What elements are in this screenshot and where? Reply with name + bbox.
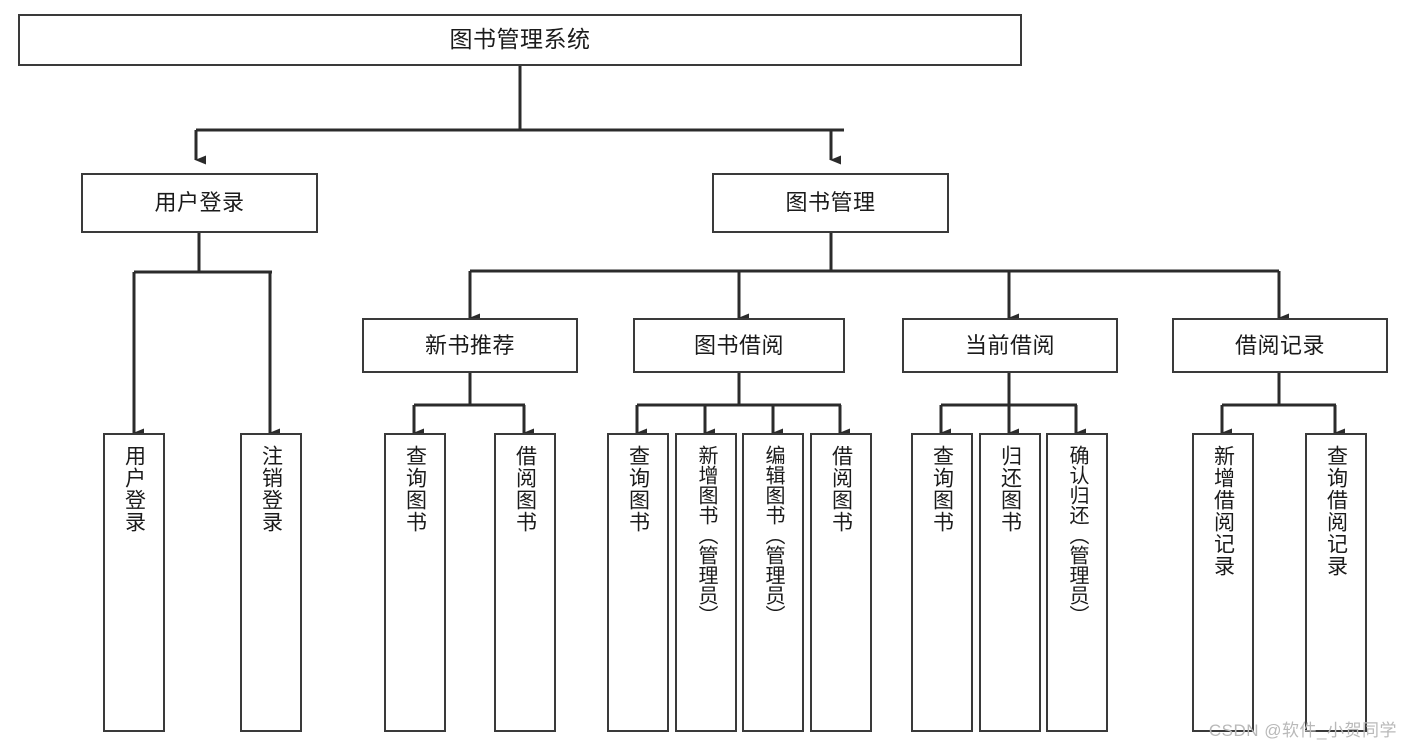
node-label: 当前借阅 (964, 332, 1055, 358)
node-label: 图书管理系统 (449, 26, 591, 53)
node-book-borrowing[interactable]: 图书借阅 (633, 318, 845, 373)
node-label: 用户登录 (122, 445, 146, 533)
leaf-new-book-borrow-book[interactable]: 借阅图书 (494, 433, 556, 732)
leaf-record-query-borrow-record[interactable]: 查询借阅记录 (1305, 433, 1367, 732)
node-label: 新增图书（管理员） (695, 445, 717, 625)
leaf-current-query-book[interactable]: 查询图书 (911, 433, 973, 732)
node-label: 新书推荐 (424, 332, 515, 358)
leaf-current-confirm-return-admin[interactable]: 确认归还（管理员） (1046, 433, 1108, 732)
node-label: 借阅图书 (829, 445, 853, 533)
watermark-csdn: CSDN @软件_小贺同学 (1208, 721, 1397, 740)
node-label: 查询图书 (626, 445, 650, 533)
node-label: 注销登录 (259, 445, 283, 533)
leaf-user-login-login[interactable]: 用户登录 (103, 433, 165, 732)
node-root-book-management-system[interactable]: 图书管理系统 (18, 14, 1022, 66)
leaf-user-login-logout[interactable]: 注销登录 (240, 433, 302, 732)
node-current-borrowing[interactable]: 当前借阅 (902, 318, 1118, 373)
node-label: 确认归还（管理员） (1066, 445, 1088, 625)
leaf-new-book-query-book[interactable]: 查询图书 (384, 433, 446, 732)
node-label: 查询图书 (930, 445, 954, 533)
leaf-borrow-borrow-book[interactable]: 借阅图书 (810, 433, 872, 732)
node-borrowing-record[interactable]: 借阅记录 (1172, 318, 1388, 373)
node-label: 查询图书 (403, 445, 427, 533)
node-new-book-recommendation[interactable]: 新书推荐 (362, 318, 578, 373)
leaf-borrow-add-book-admin[interactable]: 新增图书（管理员） (675, 433, 737, 732)
leaf-borrow-query-book[interactable]: 查询图书 (607, 433, 669, 732)
node-label: 查询借阅记录 (1324, 445, 1348, 577)
leaf-current-return-book[interactable]: 归还图书 (979, 433, 1041, 732)
node-label: 借阅记录 (1234, 332, 1325, 358)
node-label: 图书借阅 (693, 332, 784, 358)
node-book-management[interactable]: 图书管理 (712, 173, 949, 233)
node-label: 新增借阅记录 (1211, 445, 1235, 577)
node-label: 用户登录 (154, 190, 245, 216)
node-user-login[interactable]: 用户登录 (81, 173, 318, 233)
leaf-borrow-edit-book-admin[interactable]: 编辑图书（管理员） (742, 433, 804, 732)
node-label: 借阅图书 (513, 445, 537, 533)
node-label: 归还图书 (998, 445, 1022, 533)
node-label: 图书管理 (785, 190, 876, 216)
leaf-record-add-borrow-record[interactable]: 新增借阅记录 (1192, 433, 1254, 732)
node-label: 编辑图书（管理员） (762, 445, 784, 625)
